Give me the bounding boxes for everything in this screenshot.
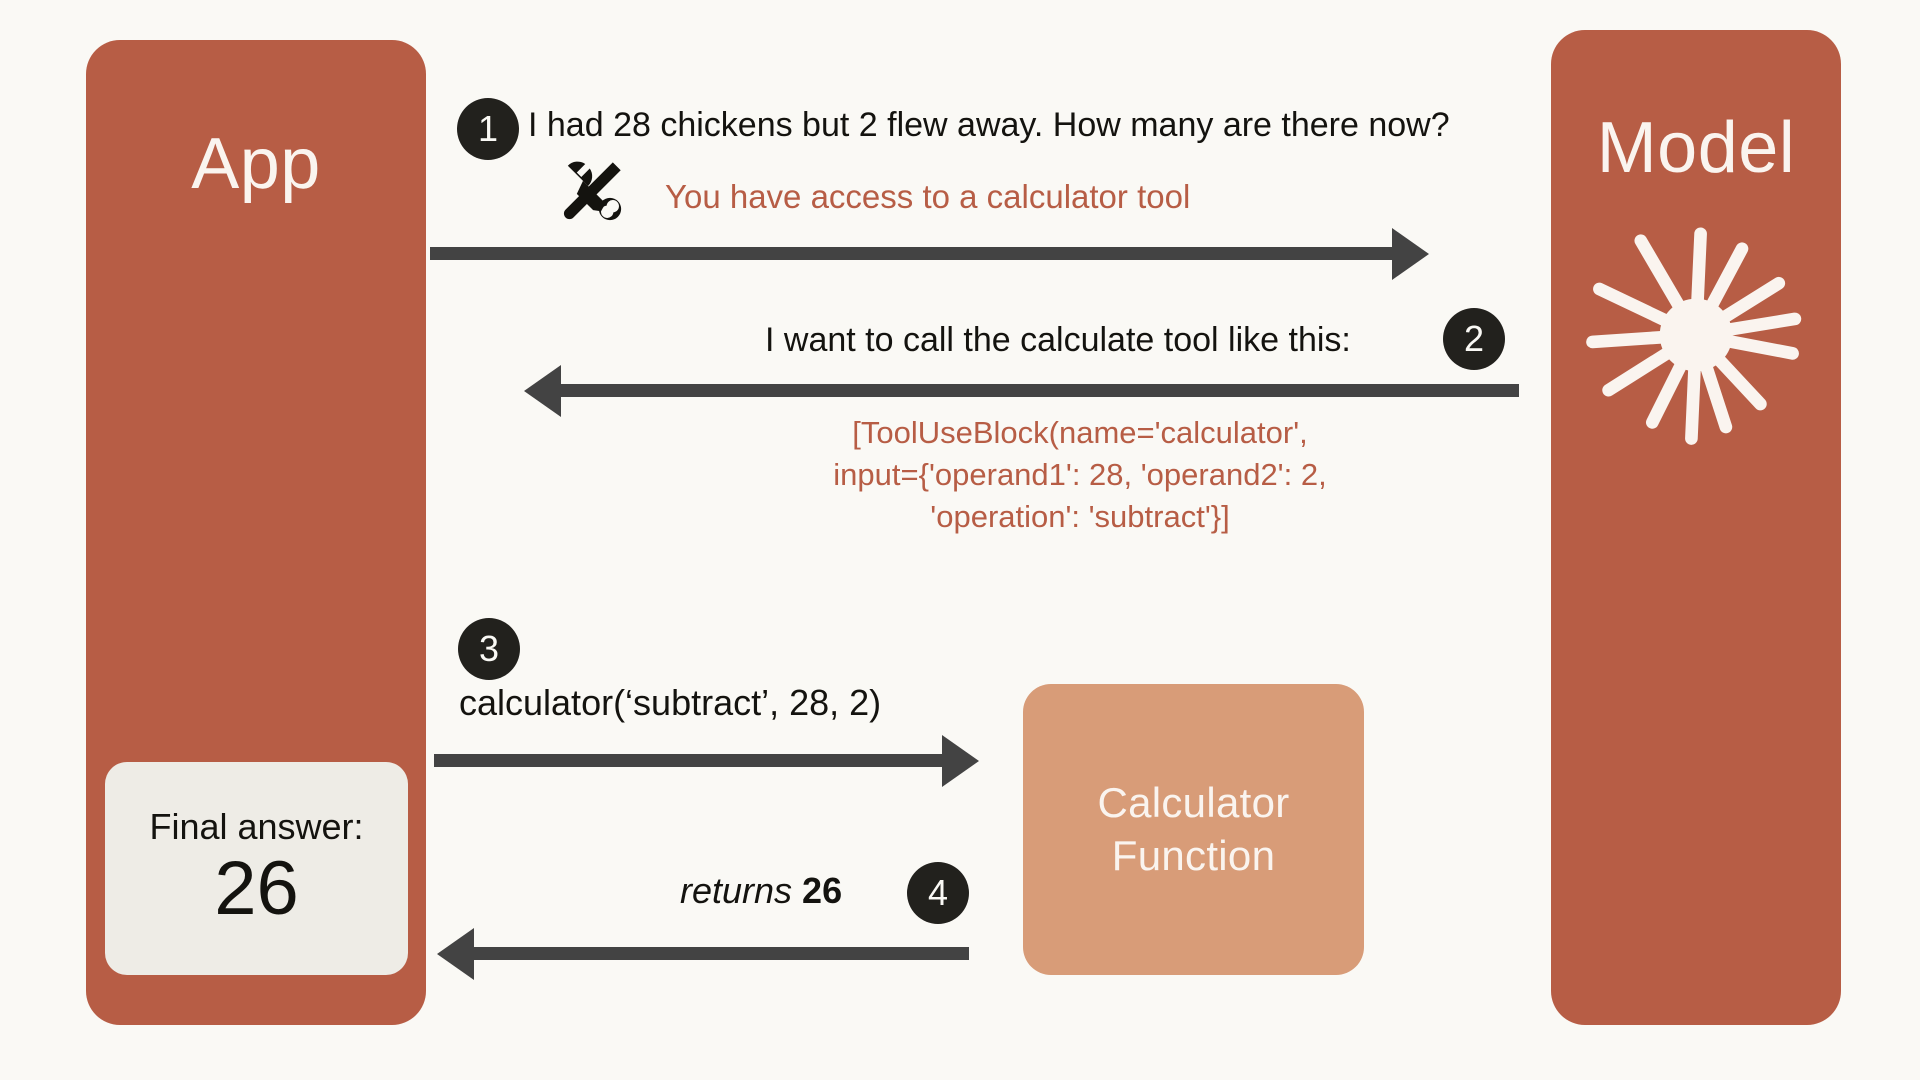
calculator-function-box: Calculator Function: [1023, 684, 1364, 975]
step-badge-1: 1: [457, 98, 519, 160]
arrow-app-to-model-line: [430, 247, 1400, 260]
starburst-icon: [1586, 227, 1802, 445]
code-line-2: input={'operand1': 28, 'operand2': 2,: [833, 457, 1327, 493]
code-line-3: 'operation': 'subtract'}]: [930, 499, 1230, 535]
arrow-app-to-model-head: [1392, 228, 1429, 280]
step1-prompt-text: I had 28 chickens but 2 flew away. How m…: [528, 106, 1450, 144]
model-panel: Model: [1551, 30, 1841, 1025]
final-answer-card: Final answer: 26: [105, 762, 408, 975]
arrow-model-to-app-head: [524, 365, 561, 417]
tool-use-block-code: [ToolUseBlock(name='calculator', input={…: [700, 412, 1460, 538]
arrow-app-to-calculator-line: [434, 754, 950, 767]
arrow-calculator-to-app-head: [437, 928, 474, 980]
hammer-and-wrench-icon: [563, 161, 622, 221]
step-badge-4: 4: [907, 862, 969, 924]
step1-tool-note: You have access to a calculator tool: [665, 178, 1191, 215]
step4-returns-word: returns: [680, 870, 803, 911]
arrow-calculator-to-app-line: [469, 947, 969, 960]
step-badge-2: 2: [1443, 308, 1505, 370]
code-line-1: [ToolUseBlock(name='calculator',: [852, 415, 1308, 450]
final-answer-label: Final answer:: [149, 805, 364, 847]
step-badge-3: 3: [458, 618, 520, 680]
calculator-box-line-2: Function: [1111, 831, 1276, 879]
calculator-box-line-1: Calculator: [1097, 779, 1290, 826]
app-panel-title: App: [191, 124, 321, 204]
final-answer-value: 26: [214, 845, 299, 931]
model-panel-title: Model: [1596, 108, 1796, 188]
step2-intro-text: I want to call the calculate tool like t…: [765, 321, 1351, 359]
arrow-app-to-calculator-head: [942, 735, 979, 787]
arrow-model-to-app-line: [556, 384, 1519, 397]
step4-returns-value: 26: [802, 870, 843, 911]
step4-returns-text: returns 26: [680, 870, 842, 912]
step3-call-text: calculator(‘subtract’, 28, 2): [459, 682, 882, 723]
